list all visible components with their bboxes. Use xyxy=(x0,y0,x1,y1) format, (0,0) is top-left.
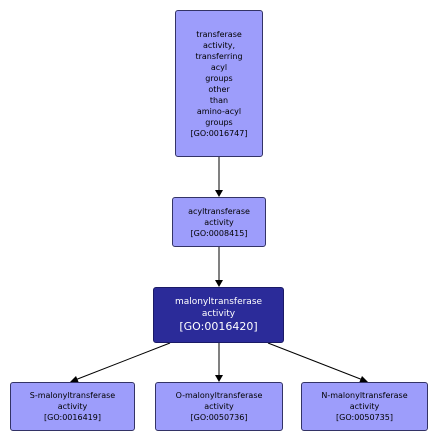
node-label-line: activity xyxy=(204,217,234,227)
node-label-line: groups xyxy=(205,73,233,83)
node-label-line: activity xyxy=(201,309,236,319)
go-node-s-malonyltransferase[interactable]: S-malonyltransferase activity [GO:001641… xyxy=(10,382,135,431)
node-go-id: [GO:0008415] xyxy=(190,228,248,238)
node-go-id: [GO:0050736] xyxy=(190,413,248,422)
node-label-line: other xyxy=(208,84,230,94)
go-node-acyltransferase[interactable]: acyltransferase activity [GO:0008415] xyxy=(172,197,266,247)
node-go-id: [GO:0016420] xyxy=(179,320,258,333)
arrowhead-n3-n6 xyxy=(359,376,369,383)
arrowhead-n3-n4 xyxy=(69,376,79,383)
node-label-line: malonyltransferase xyxy=(174,297,263,307)
node-label-line: O-malonyltransferase xyxy=(175,391,263,400)
arrowhead-n3-n5 xyxy=(215,375,223,382)
node-go-id: [GO:0050735] xyxy=(336,413,393,422)
node-label-line: amino-acyl xyxy=(196,106,242,116)
node-label-line: activity, xyxy=(202,40,236,50)
node-label-line: groups xyxy=(205,117,233,127)
node-label-line: acyltransferase xyxy=(188,206,250,216)
node-label-line: activity xyxy=(204,402,234,411)
node-go-id: [GO:0016747] xyxy=(190,128,248,138)
arrowhead-n2-n3 xyxy=(215,280,223,287)
go-node-o-malonyltransferase[interactable]: O-malonyltransferase activity [GO:005073… xyxy=(155,382,283,431)
node-label-line: transferring xyxy=(195,51,243,61)
node-label-line: N-malonyltransferase xyxy=(321,391,408,400)
arrowhead-n1-n2 xyxy=(215,190,223,197)
node-label-line: acyl xyxy=(210,62,228,72)
node-label-line: S-malonyltransferase xyxy=(29,391,116,400)
node-label-line: transferase xyxy=(196,29,242,39)
go-node-n-malonyltransferase[interactable]: N-malonyltransferase activity [GO:005073… xyxy=(301,382,428,431)
node-go-id: [GO:0016419] xyxy=(44,413,101,422)
go-node-malonyltransferase-focus[interactable]: malonyltransferase activity [GO:0016420] xyxy=(153,287,284,343)
edge-n3-n4 xyxy=(74,342,171,381)
go-node-transferase-acyl[interactable]: transferase activity, transferring acyl … xyxy=(175,10,263,157)
node-label-line: than xyxy=(209,95,229,105)
node-label-line: activity xyxy=(349,402,380,411)
node-label-line: activity xyxy=(57,402,88,411)
edge-n3-n6 xyxy=(267,342,364,381)
